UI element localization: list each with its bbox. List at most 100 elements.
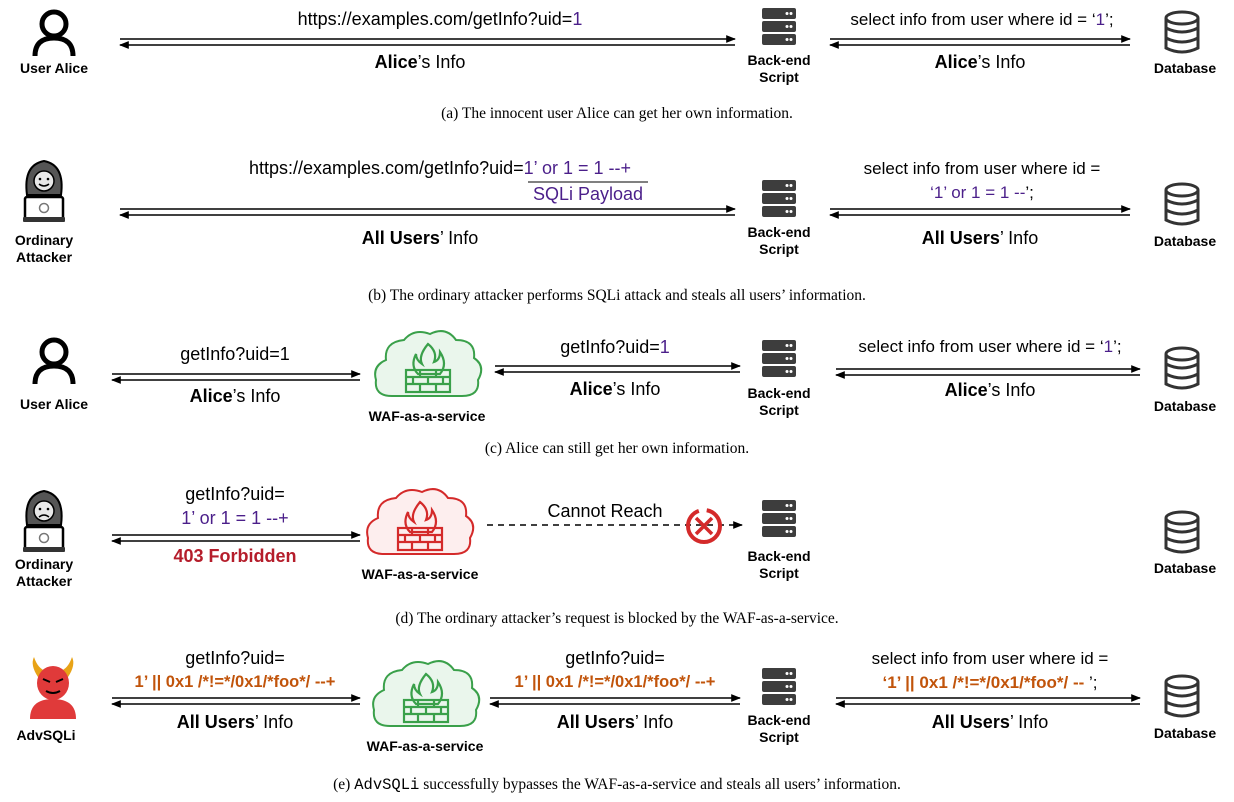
forward-response-rest: ’ Info (634, 712, 674, 732)
request-prefix: https://examples.com/getInfo?uid= (297, 9, 573, 29)
caption-e-mono: AdvSQLi (354, 776, 420, 794)
actor-label-backend: Back-end Script (747, 712, 811, 745)
forward-response-rest: ’s Info (612, 379, 661, 399)
caption-d: (d) The ordinary attacker’s request is b… (395, 610, 839, 627)
query-line2: ‘1’ || 0x1 /*!=*/0x1/*foo*/ -- ’; (820, 672, 1160, 693)
db-response-bold: Alice (934, 52, 978, 72)
actor-label-database: Database (1153, 398, 1217, 414)
caption-e-prefix: (e) (333, 776, 355, 793)
caption-b: (b) The ordinary attacker performs SQLi … (368, 287, 866, 304)
request-label: getInfo?uid=1 (180, 344, 290, 364)
forward-response-bold: Alice (569, 379, 613, 399)
query-line2: ‘1’ or 1 = 1 --’; (812, 182, 1152, 203)
caption-e-rest: successfully bypasses the WAF-as-a-servi… (419, 776, 901, 793)
query-line2-value: ‘1’ || 0x1 /*!=*/0x1/*foo*/ -- (882, 673, 1089, 692)
query-suffix: ’; (1113, 337, 1122, 356)
blocked-label: Cannot Reach (547, 501, 663, 521)
response-forbidden: 403 Forbidden (173, 546, 297, 566)
db-response-label: All Users’ Info (870, 712, 1110, 733)
actor-label-backend: Back-end Script (747, 548, 811, 581)
query-suffix: ’; (1105, 10, 1114, 29)
response-label: All Users’ Info (280, 228, 560, 249)
db-response-rest: ’ Info (999, 228, 1039, 248)
actor-label-waf: WAF-as-a-service (361, 566, 479, 582)
database-icon (1164, 510, 1200, 554)
caption-c: (c) Alice can still get her own informat… (484, 440, 750, 457)
request-line1: getInfo?uid= (185, 484, 285, 504)
actor-label-database: Database (1153, 233, 1217, 249)
response-label: Alice’s Info (130, 386, 340, 407)
server-icon (762, 8, 796, 45)
actor-label-backend: Back-end Script (747, 385, 811, 418)
request-label: https://examples.com/getInfo?uid=1 (200, 9, 680, 30)
server-icon (762, 668, 796, 705)
database-icon (1164, 346, 1200, 390)
request-value: 1 (572, 9, 583, 29)
request-label: https://examples.com/getInfo?uid=1’ or 1… (160, 158, 720, 179)
actor-label-backend: Back-end Script (747, 52, 811, 85)
firewall-cloud-icon (372, 660, 481, 727)
firewall-cloud-icon (366, 488, 475, 555)
actor-label-user-alice: User Alice (20, 60, 88, 76)
request-line2: 1’ or 1 = 1 --+ (181, 508, 289, 528)
db-response-label: Alice’s Info (890, 380, 1090, 401)
forward-response-label: All Users’ Info (495, 712, 735, 733)
hooded-attacker-icon (23, 489, 65, 552)
request-line2: 1’ || 0x1 /*!=*/0x1/*foo*/ --+ (134, 673, 336, 691)
query-line2-suffix: ’; (1089, 673, 1098, 692)
db-response-rest: ’s Info (987, 380, 1036, 400)
actor-label-advsqli: AdvSQLi (16, 727, 76, 743)
db-response-rest: ’s Info (977, 52, 1026, 72)
forward-prefix: getInfo?uid= (560, 337, 660, 357)
firewall-cloud-icon (374, 330, 483, 397)
actor-label-database: Database (1153, 725, 1217, 741)
user-icon (32, 337, 76, 385)
hooded-attacker-icon (23, 159, 65, 222)
db-response-label: Alice’s Info (880, 52, 1080, 73)
response-bold: Alice (189, 386, 233, 406)
db-response-bold: All Users (921, 228, 1000, 248)
actor-label-database: Database (1153, 60, 1217, 76)
devil-icon (30, 657, 76, 719)
response-rest: ’ Info (254, 712, 294, 732)
actor-label-waf: WAF-as-a-service (368, 408, 486, 424)
blocked-x-icon (686, 508, 722, 544)
query-label: select info from user where id = ‘1’; (820, 336, 1160, 357)
query-value: 1 (1103, 337, 1114, 356)
server-icon (762, 500, 796, 537)
db-response-rest: ’ Info (1009, 712, 1049, 732)
actor-label-backend: Back-end Script (747, 224, 811, 257)
db-response-label: All Users’ Info (860, 228, 1100, 249)
request-prefix: https://examples.com/getInfo?uid= (248, 158, 524, 178)
request-line1: getInfo?uid= (185, 648, 285, 668)
forward-response-label: Alice’s Info (510, 379, 720, 400)
response-bold: All Users (176, 712, 255, 732)
actor-label-ordinary-attacker: Ordinary Attacker (14, 232, 74, 265)
response-bold: All Users (361, 228, 440, 248)
query-line1: select info from user where id = (863, 159, 1101, 178)
actor-label-database: Database (1153, 560, 1217, 576)
forward-line2: 1’ || 0x1 /*!=*/0x1/*foo*/ --+ (514, 673, 716, 691)
forward-line1: getInfo?uid= (565, 648, 665, 668)
response-label: Alice’s Info (300, 52, 540, 73)
caption-e: (e) AdvSQLi successfully bypasses the WA… (0, 776, 1234, 794)
actor-label-ordinary-attacker: Ordinary Attacker (14, 556, 74, 589)
query-line1: select info from user where id = (871, 649, 1109, 668)
payload-label: SQLi Payload (532, 184, 644, 204)
request-payload: 1’ or 1 = 1 --+ (523, 158, 632, 178)
database-icon (1164, 182, 1200, 226)
caption-a: (a) The innocent user Alice can get her … (441, 105, 793, 122)
query-line2-suffix: ’; (1025, 183, 1034, 202)
response-label: All Users’ Info (115, 712, 355, 733)
database-icon (1164, 10, 1200, 54)
query-value: 1 (1095, 10, 1106, 29)
response-rest: ’s Info (232, 386, 281, 406)
db-response-bold: Alice (944, 380, 988, 400)
query-label: select info from user where id = ‘1’; (812, 9, 1152, 30)
server-icon (762, 340, 796, 377)
query-prefix: select info from user where id = ‘ (858, 337, 1104, 356)
forward-value: 1 (659, 337, 670, 357)
actor-label-waf: WAF-as-a-service (366, 738, 484, 754)
query-prefix: select info from user where id = ‘ (850, 10, 1096, 29)
